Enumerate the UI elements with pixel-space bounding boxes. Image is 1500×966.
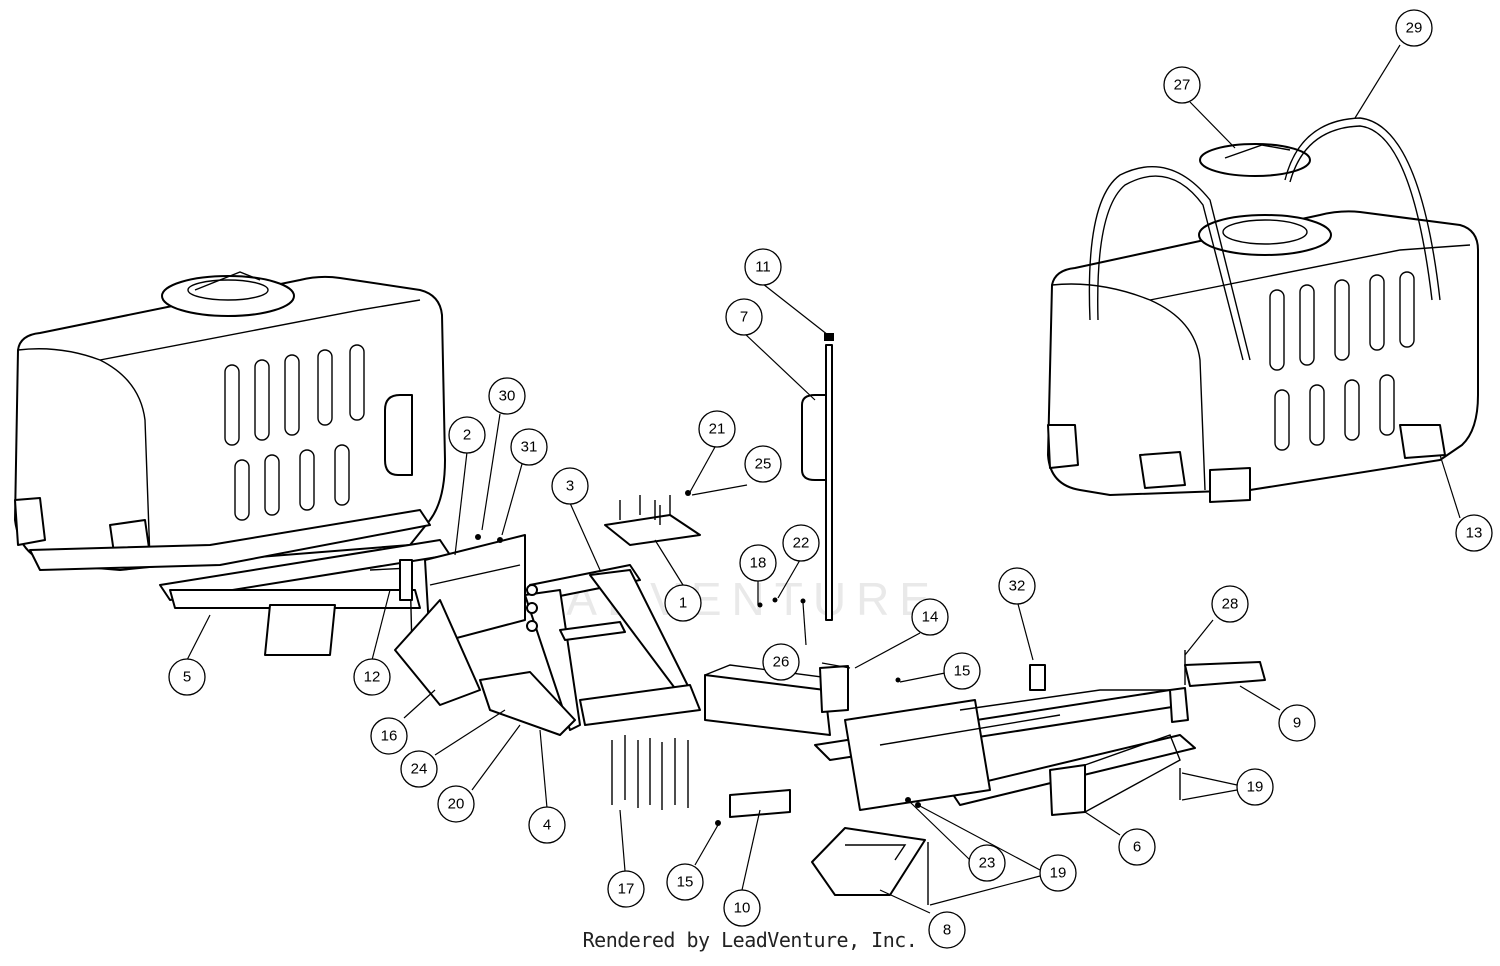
callout-part-1[interactable]: 1: [664, 584, 702, 622]
svg-text:1: 1: [679, 595, 687, 612]
callout-part-6[interactable]: 6: [1118, 828, 1156, 866]
svg-text:21: 21: [709, 421, 726, 438]
callout-part-8[interactable]: 8: [928, 911, 966, 949]
callout-part-32[interactable]: 32: [998, 567, 1036, 605]
leader-lines: [186, 44, 1461, 914]
callout-part-4[interactable]: 4: [528, 806, 566, 844]
svg-text:4: 4: [543, 817, 551, 834]
callout-part-22[interactable]: 22: [782, 524, 820, 562]
svg-text:26: 26: [773, 654, 790, 671]
callout-part-18[interactable]: 18: [739, 544, 777, 582]
right-tank-assembly: [1047, 117, 1479, 503]
callout-part-14[interactable]: 14: [911, 598, 949, 636]
callout-part-24[interactable]: 24: [400, 750, 438, 788]
svg-text:3: 3: [566, 478, 574, 495]
callout-part-26[interactable]: 26: [762, 643, 800, 681]
svg-text:32: 32: [1009, 578, 1026, 595]
callout-part-15-lower[interactable]: 15: [666, 863, 704, 901]
svg-text:30: 30: [499, 388, 516, 405]
svg-text:22: 22: [793, 535, 810, 552]
svg-text:17: 17: [618, 881, 635, 898]
callout-part-19-right[interactable]: 19: [1236, 768, 1274, 806]
callout-part-3[interactable]: 3: [551, 467, 589, 505]
callout-part-13[interactable]: 13: [1455, 514, 1493, 552]
svg-text:19: 19: [1247, 779, 1264, 796]
svg-text:11: 11: [755, 259, 771, 276]
svg-text:2: 2: [463, 427, 471, 444]
svg-text:19: 19: [1050, 865, 1067, 882]
svg-text:15: 15: [677, 874, 694, 891]
svg-text:15: 15: [954, 663, 971, 680]
left-tank-assembly: [14, 271, 451, 656]
svg-text:14: 14: [922, 609, 939, 626]
callout-part-25[interactable]: 25: [744, 445, 782, 483]
center-bracket-parts: [394, 333, 834, 810]
svg-text:12: 12: [364, 669, 381, 686]
svg-text:28: 28: [1222, 596, 1239, 613]
svg-text:7: 7: [740, 309, 748, 326]
svg-text:25: 25: [755, 456, 772, 473]
svg-text:10: 10: [734, 900, 751, 917]
callout-part-17[interactable]: 17: [607, 870, 645, 908]
callout-part-16[interactable]: 16: [370, 717, 408, 755]
callout-part-12[interactable]: 12: [353, 658, 391, 696]
svg-text:13: 13: [1466, 525, 1483, 542]
callout-part-23[interactable]: 23: [968, 844, 1006, 882]
callout-part-10[interactable]: 10: [723, 889, 761, 927]
svg-text:18: 18: [750, 555, 767, 572]
svg-text:27: 27: [1174, 77, 1191, 94]
callout-part-30[interactable]: 30: [488, 377, 526, 415]
callout-part-9[interactable]: 9: [1278, 704, 1316, 742]
callout-part-29[interactable]: 29: [1395, 9, 1433, 47]
svg-text:20: 20: [448, 796, 465, 813]
callout-part-28[interactable]: 28: [1211, 585, 1249, 623]
callout-part-19-bottom[interactable]: 19: [1039, 854, 1077, 892]
callout-part-5[interactable]: 5: [168, 658, 206, 696]
callout-part-7[interactable]: 7: [725, 298, 763, 336]
svg-text:9: 9: [1293, 715, 1301, 732]
callout-part-15-upper[interactable]: 15: [943, 652, 981, 690]
callout-part-20[interactable]: 20: [437, 785, 475, 823]
svg-text:29: 29: [1406, 20, 1423, 37]
right-frame-parts: [704, 650, 1266, 905]
part-callouts: 1 2 3 4 5 6 7 8 9 10 11 12 13 14 15 15 1…: [168, 9, 1493, 949]
callout-part-31[interactable]: 31: [510, 428, 548, 466]
svg-text:24: 24: [411, 761, 428, 778]
svg-text:31: 31: [521, 439, 538, 456]
callout-part-21[interactable]: 21: [698, 410, 736, 448]
callout-part-27[interactable]: 27: [1163, 66, 1201, 104]
svg-text:23: 23: [979, 855, 996, 872]
svg-text:16: 16: [381, 728, 398, 745]
svg-text:5: 5: [183, 669, 191, 686]
render-credit-footer: Rendered by LeadVenture, Inc.: [582, 928, 918, 952]
svg-text:8: 8: [943, 922, 951, 939]
callout-part-2[interactable]: 2: [448, 416, 486, 454]
svg-text:6: 6: [1133, 839, 1141, 856]
callout-part-11[interactable]: 11: [744, 248, 782, 286]
